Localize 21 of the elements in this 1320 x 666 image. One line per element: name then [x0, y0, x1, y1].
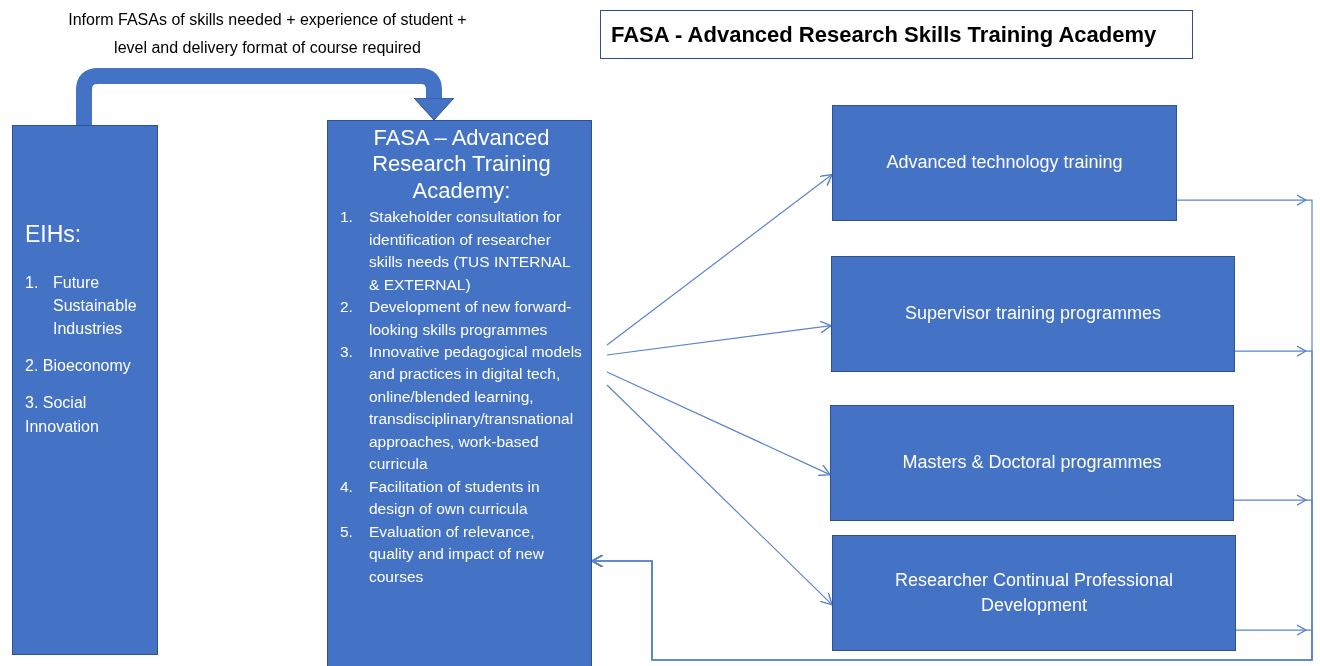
box-label: Masters & Doctoral programmes [902, 451, 1162, 475]
process-box [830, 405, 1234, 521]
list-item: 3. Innovative pedagogical models and practices in digital tech, online/blended learning, transdisciplinary/transnational approaches, work-based curricula [340, 342, 583, 475]
list-item: 2. Development of new forward-looking skills programmes [340, 297, 573, 340]
box-label: Supervisor training programmes [904, 302, 1162, 326]
box-heading: FASA – Advanced Research Training Academy: [371, 125, 552, 205]
process-box [327, 120, 592, 666]
box-heading: EIHs: [25, 221, 83, 249]
list-item: 1. Future Sustainable Industries [25, 272, 138, 339]
title-box: FASA - Advanced Research Skills Training Academy [600, 10, 1193, 59]
list-item: 1. Stakeholder consultation for identification of researcher skills needs (TUS INTERNAL & EXTERNAL) [340, 207, 571, 295]
process-box [832, 535, 1236, 651]
process-box [832, 105, 1177, 221]
process-box [831, 256, 1235, 372]
list-item: 4. Facilitation of students in design of own curricula [340, 476, 541, 520]
box-label: Advanced technology training [886, 151, 1123, 175]
list-item: 5. Evaluation of relevance, quality and impact of new courses [340, 521, 545, 587]
process-box [12, 125, 158, 655]
list-item: 2. Bioeconomy [25, 356, 132, 377]
list-item: 3. Social Innovation [25, 393, 100, 437]
box-label: Researcher Continual Professional Development [893, 568, 1175, 617]
